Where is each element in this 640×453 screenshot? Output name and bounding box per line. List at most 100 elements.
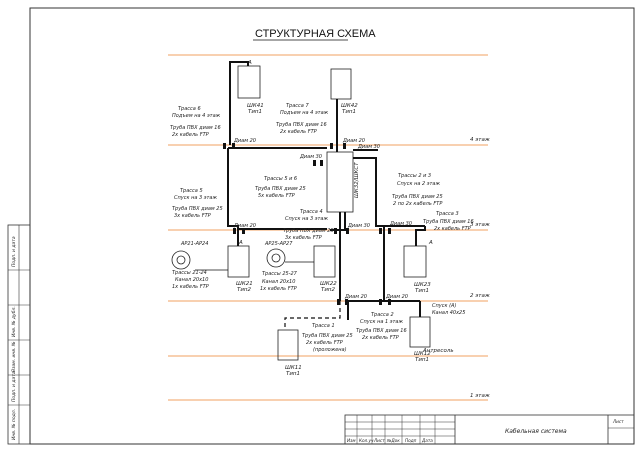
cabinet-shk12	[409, 316, 431, 348]
route-label: Трассы 2 и 3	[398, 173, 431, 179]
stamp-col: Подп	[405, 438, 417, 443]
route-label: Труба ПВХ диам 25	[172, 206, 223, 212]
cabinet-name: ШК12	[414, 351, 431, 357]
floor-label-antresol: Антресоль	[422, 348, 454, 354]
diam-label: Диам 20	[385, 294, 408, 300]
route-label: Подъем на 4 этаж	[280, 110, 329, 116]
cabinet-name: ШК22	[320, 281, 337, 287]
route-label: Трасса 4	[300, 209, 323, 215]
side-label: Подп. и дата	[11, 236, 17, 267]
stamp-sheet-label: Лист	[612, 419, 624, 424]
cabinet-name: ШК21	[236, 281, 253, 287]
access-point-icon	[271, 253, 281, 263]
cabinet-shk32	[326, 151, 354, 213]
dashed-route	[284, 301, 341, 330]
route-label: Спуск на 3 этаж	[285, 216, 328, 222]
route-label: 1х кабель FTP	[260, 286, 297, 292]
route-label: Канал 40х25	[432, 310, 465, 316]
side-label: Взам. инв. №	[11, 341, 17, 372]
route-label: 2х кабель FTP	[306, 340, 343, 346]
diam-label: Диам 30	[299, 154, 322, 160]
route-label: Трасса 1	[312, 323, 335, 329]
route-label: Трасса 2	[371, 312, 394, 318]
cabinet-type: Тип2	[237, 287, 252, 293]
side-label: Инв. № подл.	[11, 409, 17, 440]
cabinet-shk23	[403, 245, 427, 278]
cabinet-name: ШК32/ШКСТ	[354, 162, 360, 198]
stamp-col: Изм	[347, 438, 356, 443]
route-label: Труба ПВХ диам 16	[356, 328, 407, 334]
route-label: 3х кабель FTP	[285, 235, 322, 241]
route-label: Труба ПВХ диам 16	[170, 125, 221, 131]
cabinet-tag: A	[238, 240, 243, 246]
route-label: Трасса 3	[436, 211, 459, 217]
route-label: Спуск на 2 этаж	[397, 181, 440, 187]
route-label: Труба ПВХ диам 25	[255, 186, 306, 192]
stamp-col: Лист	[373, 438, 385, 443]
diam-label: Диам 30	[389, 221, 412, 227]
route-label: Спуск (А)	[432, 303, 456, 309]
title-block: Изм Кол.уч Лист №Док Подп Дата Лист Кабе…	[344, 414, 635, 445]
cabinet-shk11	[277, 329, 299, 361]
route-label: Труба ПВХ диам 16	[276, 122, 327, 128]
route-label: Подъем на 4 этаж	[172, 113, 221, 119]
cabinet-type: Тип1	[342, 109, 356, 115]
cabinet-type: Тип1	[286, 371, 300, 377]
access-point-icon	[266, 248, 286, 268]
drawing-frame	[29, 7, 635, 445]
route-label: 3х кабель FTP	[174, 213, 211, 219]
route-label: Труба ПВХ диам 16	[423, 219, 474, 225]
route-label: Трасса 5	[180, 188, 203, 194]
floor-label-3: 3 этаж	[470, 222, 490, 228]
route-label: 2 по 2х кабель FTP	[393, 201, 442, 207]
route-label: 2х кабель FTP	[434, 226, 471, 232]
cabinet-shk21	[227, 245, 250, 278]
cabinet-name: ШК41	[247, 103, 264, 109]
route-label: 1х кабель FTP	[172, 284, 209, 290]
diam-label: Диам 20	[233, 138, 256, 144]
route-label: Спуск на 3 этаж	[174, 195, 217, 201]
route-label: Труба ПВХ диам 25	[283, 228, 334, 234]
route-label: Спуск на 1 этаж	[360, 319, 403, 325]
cabinet-name: ШК11	[285, 365, 302, 371]
cabinet-type: Тип1	[248, 109, 262, 115]
route-label: (проложена)	[313, 347, 347, 353]
floor-label-1: 1 этаж	[470, 393, 490, 399]
cabinet-shk22	[313, 245, 336, 278]
route-label: 2х кабель FTP	[362, 335, 399, 341]
access-point-label: АР21-АР24	[180, 241, 208, 247]
side-label: Инв. № дубл.	[11, 306, 17, 337]
cabinet-shk42	[330, 68, 352, 100]
stamp-col: №Док	[386, 438, 400, 443]
cabinet-name: ШК42	[341, 103, 358, 109]
access-point-icon	[171, 250, 191, 270]
route-label: Трассы 5 и 6	[264, 176, 297, 182]
route-label: Трасса 7	[286, 103, 309, 109]
side-label: Подп. и дата	[11, 371, 17, 402]
diam-label: Диам 30	[357, 144, 380, 150]
stamp-title: Кабельная система	[505, 428, 567, 435]
route-label: Трасса 6	[178, 106, 201, 112]
diam-label: Диам 30	[347, 223, 370, 229]
cabinet-tag: A	[247, 60, 252, 66]
access-point-icon	[176, 255, 186, 265]
route-label: Трассы 21-24	[172, 270, 207, 276]
cabinet-name: ШК23	[414, 282, 431, 288]
cabinet-tag: A	[428, 240, 433, 246]
floor-label-4: 4 этаж	[470, 137, 490, 143]
wall-pass-marks	[223, 143, 391, 305]
route-label: Канал 20х10	[175, 277, 208, 283]
route-label: 5х кабель FTP	[258, 193, 295, 199]
floor-lines	[168, 54, 488, 401]
route-label: 2х кабель FTP	[280, 129, 317, 135]
diam-label: Диам 20	[344, 294, 367, 300]
cabinet-type: Тип1	[415, 288, 429, 294]
stamp-col: Кол.уч	[359, 438, 374, 443]
access-point-label: АР25-АР27	[264, 241, 293, 247]
route-label: Труба ПВХ диам 25	[392, 194, 443, 200]
stamp-col: Дата	[421, 438, 433, 443]
route-label: Труба ПВХ диам 25	[302, 333, 353, 339]
route-label: Канал 20х10	[262, 279, 295, 285]
route-label: Трассы 25-27	[262, 271, 298, 277]
diagram-title: СТРУКТУРНАЯ СХЕМА	[255, 28, 376, 40]
